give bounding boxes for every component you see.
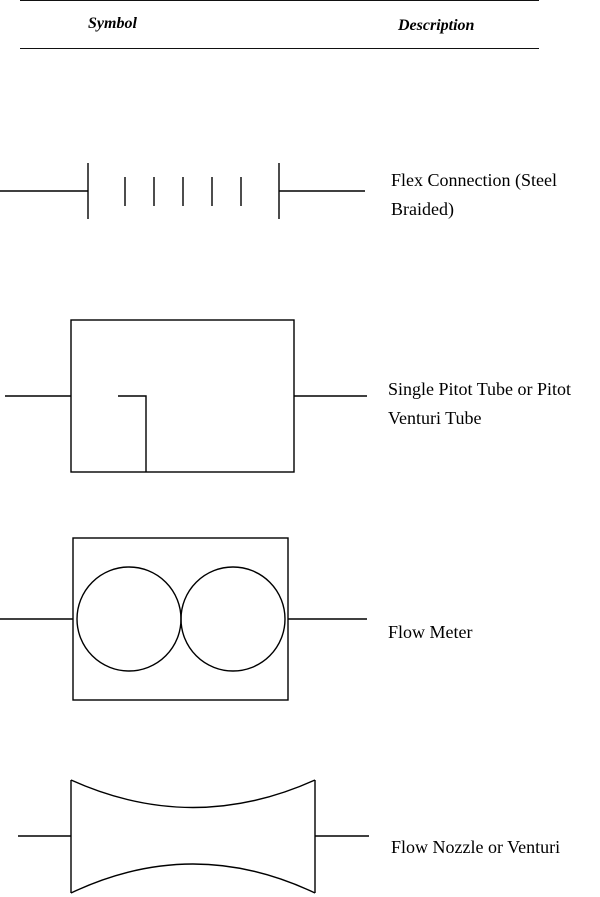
description-line: Single Pitot Tube or Pitot [388,379,572,399]
flow-nozzle-venturi-symbol [18,779,369,894]
header-symbol: Symbol [88,15,137,32]
description-line: Flow Meter [388,622,473,642]
flow-meter-symbol [0,537,367,701]
description-flow-nozzle: Flow Nozzle or Venturi [391,833,560,862]
description-line: Braided) [391,199,454,219]
top-rule [20,0,539,1]
header-rule [20,48,539,49]
flex-connection-symbol [0,163,365,219]
description-flow-meter: Flow Meter [388,618,473,647]
description-line: Flow Nozzle or Venturi [391,837,561,857]
description-pitot-tube: Single Pitot Tube or Pitot Venturi Tube [388,375,571,433]
description-flex-connection: Flex Connection (Steel Braided) [391,166,557,224]
description-line: Venturi Tube [388,408,482,428]
description-line: Flex Connection (Steel [391,170,557,190]
header-description: Description [398,17,475,34]
pitot-tube-symbol [5,319,367,473]
